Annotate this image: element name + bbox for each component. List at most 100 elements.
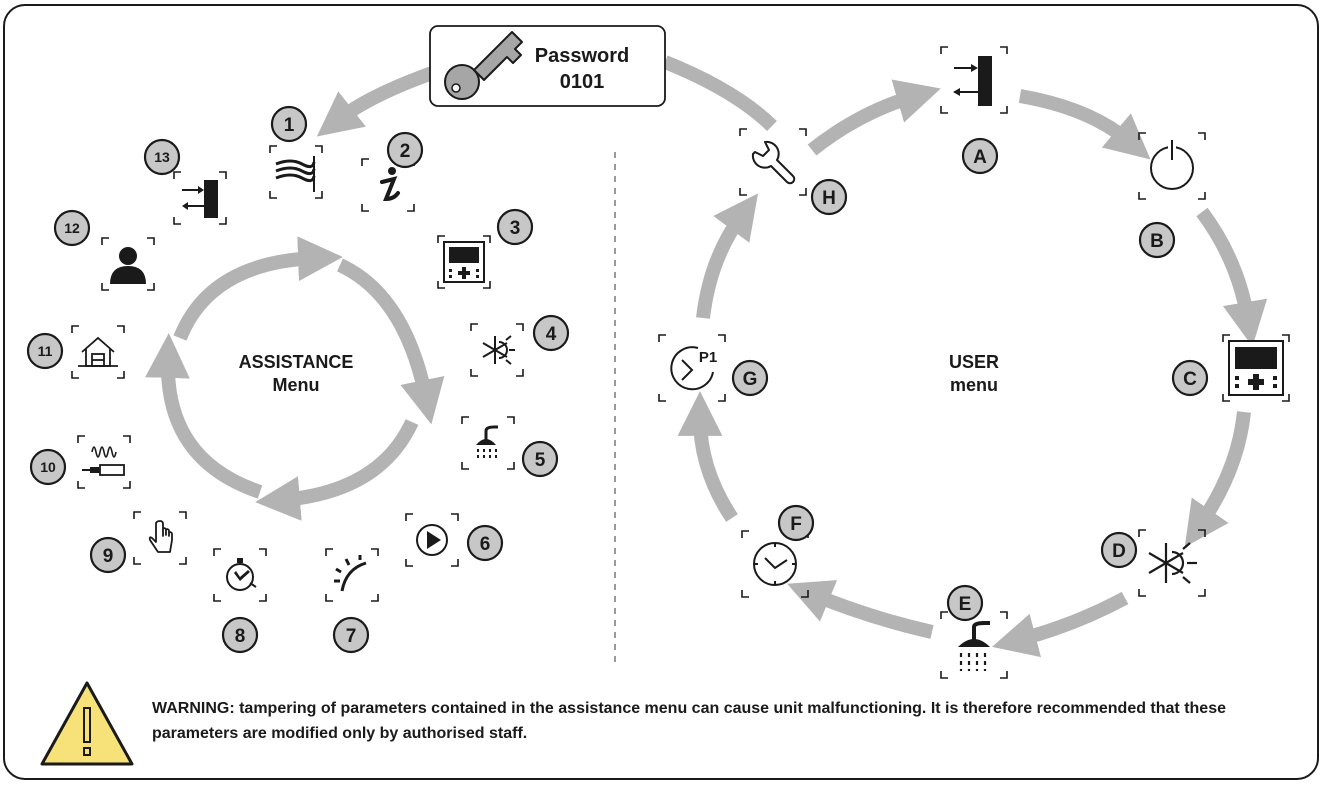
badge-1: 1 <box>270 105 308 143</box>
password-code: 0101 <box>560 71 605 93</box>
svg-text:H: H <box>822 188 836 209</box>
badge-12: 12 <box>53 209 91 247</box>
assistance-item-3[interactable] <box>437 235 491 289</box>
svg-text:A: A <box>973 147 987 168</box>
assistance-item-4[interactable] <box>470 323 524 377</box>
user-item-b[interactable] <box>1138 132 1206 200</box>
icon-frame <box>213 548 267 602</box>
svg-text:E: E <box>959 594 972 615</box>
warning-text: WARNING: tampering of parameters contain… <box>152 700 1226 742</box>
assistance-menu-title: ASSISTANCE <box>239 352 354 372</box>
power-icon <box>1150 136 1194 190</box>
warning-triangle-icon <box>40 681 134 766</box>
assistance-item-10[interactable] <box>77 435 131 489</box>
icon-frame <box>325 548 379 602</box>
svg-text:4: 4 <box>546 324 557 345</box>
badge-8: 8 <box>221 616 259 654</box>
assistance-item-6[interactable] <box>405 513 459 567</box>
stopwatch-icon <box>226 558 257 591</box>
diagram-frame <box>3 4 1319 780</box>
hand-touch-icon <box>148 520 173 553</box>
badge-a: A <box>961 137 999 175</box>
assistance-badges: 1 2 3 4 5 6 7 8 9 10 11 12 13 <box>26 105 570 654</box>
icon-frame <box>658 334 726 402</box>
svg-text:2: 2 <box>400 141 411 162</box>
badge-11: 11 <box>26 332 64 370</box>
flag-icon <box>275 156 316 192</box>
assistance-item-12[interactable] <box>101 237 155 291</box>
icon-frame <box>405 513 459 567</box>
user-item-c[interactable] <box>1222 334 1290 402</box>
user-item-h[interactable] <box>739 128 807 196</box>
user-menu-subtitle: menu <box>950 375 998 395</box>
svg-text:C: C <box>1183 369 1197 390</box>
icon-frame <box>940 611 1008 679</box>
password-arrows <box>316 55 777 137</box>
icon-frame <box>71 325 125 379</box>
svg-text:13: 13 <box>154 149 170 165</box>
user-item-e[interactable] <box>940 611 1008 679</box>
badge-e: E <box>946 584 984 622</box>
badge-f: F <box>777 504 815 542</box>
svg-text:G: G <box>743 369 758 390</box>
user-icon <box>110 247 146 284</box>
user-badges: A B C D E F G H <box>731 137 1209 622</box>
assistance-item-7[interactable] <box>325 548 379 602</box>
assistance-cycle-arrows <box>145 236 445 521</box>
icon-frame <box>173 171 227 225</box>
badge-5: 5 <box>521 440 559 478</box>
badge-3: 3 <box>496 208 534 246</box>
icon-frame <box>133 511 187 565</box>
svg-text:8: 8 <box>235 626 246 647</box>
icon-frame <box>940 46 1008 114</box>
badge-10: 10 <box>29 448 67 486</box>
shower-icon <box>476 425 498 461</box>
svg-text:D: D <box>1112 541 1126 562</box>
password-box: Password 0101 <box>429 25 666 107</box>
user-menu-title: USER <box>949 352 999 372</box>
user-item-a[interactable] <box>940 46 1008 114</box>
assistance-item-8[interactable] <box>213 548 267 602</box>
assistance-item-9[interactable] <box>133 511 187 565</box>
assistance-menu-subtitle: Menu <box>273 375 320 395</box>
svg-text:11: 11 <box>38 343 53 359</box>
resistance-icon <box>82 446 125 476</box>
svg-text:F: F <box>790 514 802 535</box>
icon-frame <box>1138 529 1206 597</box>
badge-b: B <box>1138 221 1176 259</box>
badge-d: D <box>1100 531 1138 569</box>
svg-text:6: 6 <box>480 534 491 555</box>
svg-text:3: 3 <box>510 218 521 239</box>
icon-frame <box>1222 334 1290 402</box>
clock-program-icon: P1 <box>670 346 717 391</box>
svg-text:12: 12 <box>64 220 80 236</box>
wrench-icon <box>751 140 796 185</box>
icon-frame <box>437 235 491 289</box>
user-item-g[interactable]: P1 <box>658 334 726 402</box>
icon-frame <box>101 237 155 291</box>
sun-arc-icon <box>334 555 367 592</box>
key-icon <box>444 31 523 100</box>
svg-text:5: 5 <box>535 450 546 471</box>
icon-frame <box>77 435 131 489</box>
assistance-item-13[interactable] <box>173 171 227 225</box>
badge-9: 9 <box>89 536 127 574</box>
icon-frame <box>470 323 524 377</box>
assistance-item-11[interactable] <box>71 325 125 379</box>
badge-6: 6 <box>466 524 504 562</box>
badge-h: H <box>810 178 848 216</box>
user-cycle-arrows <box>677 79 1268 658</box>
display-panel-icon <box>1228 340 1284 396</box>
svg-text:B: B <box>1150 231 1164 252</box>
badge-2: 2 <box>386 131 424 169</box>
assistance-item-5[interactable] <box>461 416 515 470</box>
badge-7: 7 <box>332 616 370 654</box>
user-item-d[interactable] <box>1138 529 1206 597</box>
assistance-item-1[interactable] <box>269 145 323 199</box>
svg-text:9: 9 <box>103 546 114 567</box>
svg-text:1: 1 <box>284 115 295 136</box>
program-label: P1 <box>699 349 717 366</box>
icon-frame <box>1138 132 1206 200</box>
house-icon <box>78 336 118 367</box>
svg-text:10: 10 <box>40 459 56 475</box>
